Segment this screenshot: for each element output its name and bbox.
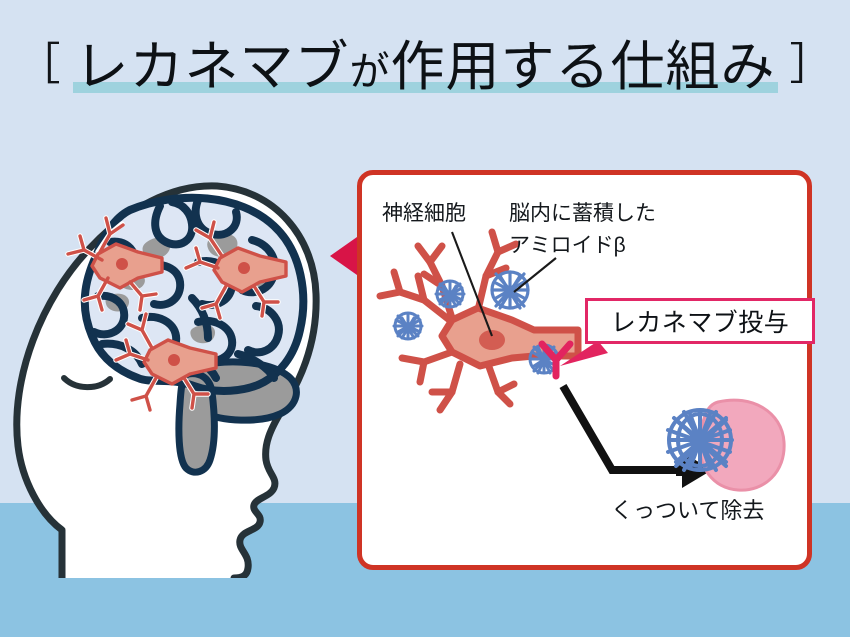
title-bracket-right: ］ bbox=[789, 40, 834, 89]
eye-line bbox=[61, 375, 113, 391]
title-part-b: 作用する仕組み bbox=[390, 36, 776, 97]
title-text: レカネマブが作用する仕組み bbox=[75, 37, 776, 97]
title-bracket-left: ［ bbox=[16, 40, 61, 89]
brain-neuron-3-dendrites bbox=[114, 312, 210, 412]
brain-neuron-3-nucleus bbox=[168, 354, 180, 366]
title-part-a: レカネマブ bbox=[74, 36, 350, 97]
detail-panel bbox=[357, 170, 812, 570]
label-amyloid-line2: アミロイドβ bbox=[509, 234, 626, 257]
brain-neuron-2-nucleus bbox=[238, 262, 250, 274]
pointer-triangle-icon bbox=[330, 237, 357, 275]
label-amyloid-line1: 脳内に蓄積した bbox=[509, 202, 656, 225]
brain-neuron-3-body bbox=[142, 338, 218, 386]
lecanemab-callout-text: レカネマブ投与 bbox=[610, 309, 790, 337]
title-part-ga: が bbox=[349, 49, 391, 94]
brain-neuron-2-dendrites bbox=[184, 220, 280, 320]
brain-neuron-2-body bbox=[212, 246, 288, 294]
brain-neuron-1-dendrites bbox=[66, 216, 158, 312]
label-stick-and-remove: くっついて除去 bbox=[611, 498, 765, 523]
title-underline-highlight bbox=[72, 82, 778, 94]
page-title: ［ レカネマブが作用する仕組み ］ bbox=[0, 28, 850, 106]
head-brain-illustration bbox=[13, 182, 320, 578]
title-highlight-wrap: レカネマブが作用する仕組み bbox=[71, 37, 780, 97]
label-nerve-cell: 神経細胞 bbox=[382, 202, 466, 225]
brain-neuron-1-nucleus bbox=[116, 258, 128, 270]
brain-cerebrum-fill bbox=[85, 197, 304, 391]
lecanemab-callout-box: レカネマブ投与 bbox=[585, 298, 815, 344]
brain-neuron-group bbox=[65, 215, 288, 413]
